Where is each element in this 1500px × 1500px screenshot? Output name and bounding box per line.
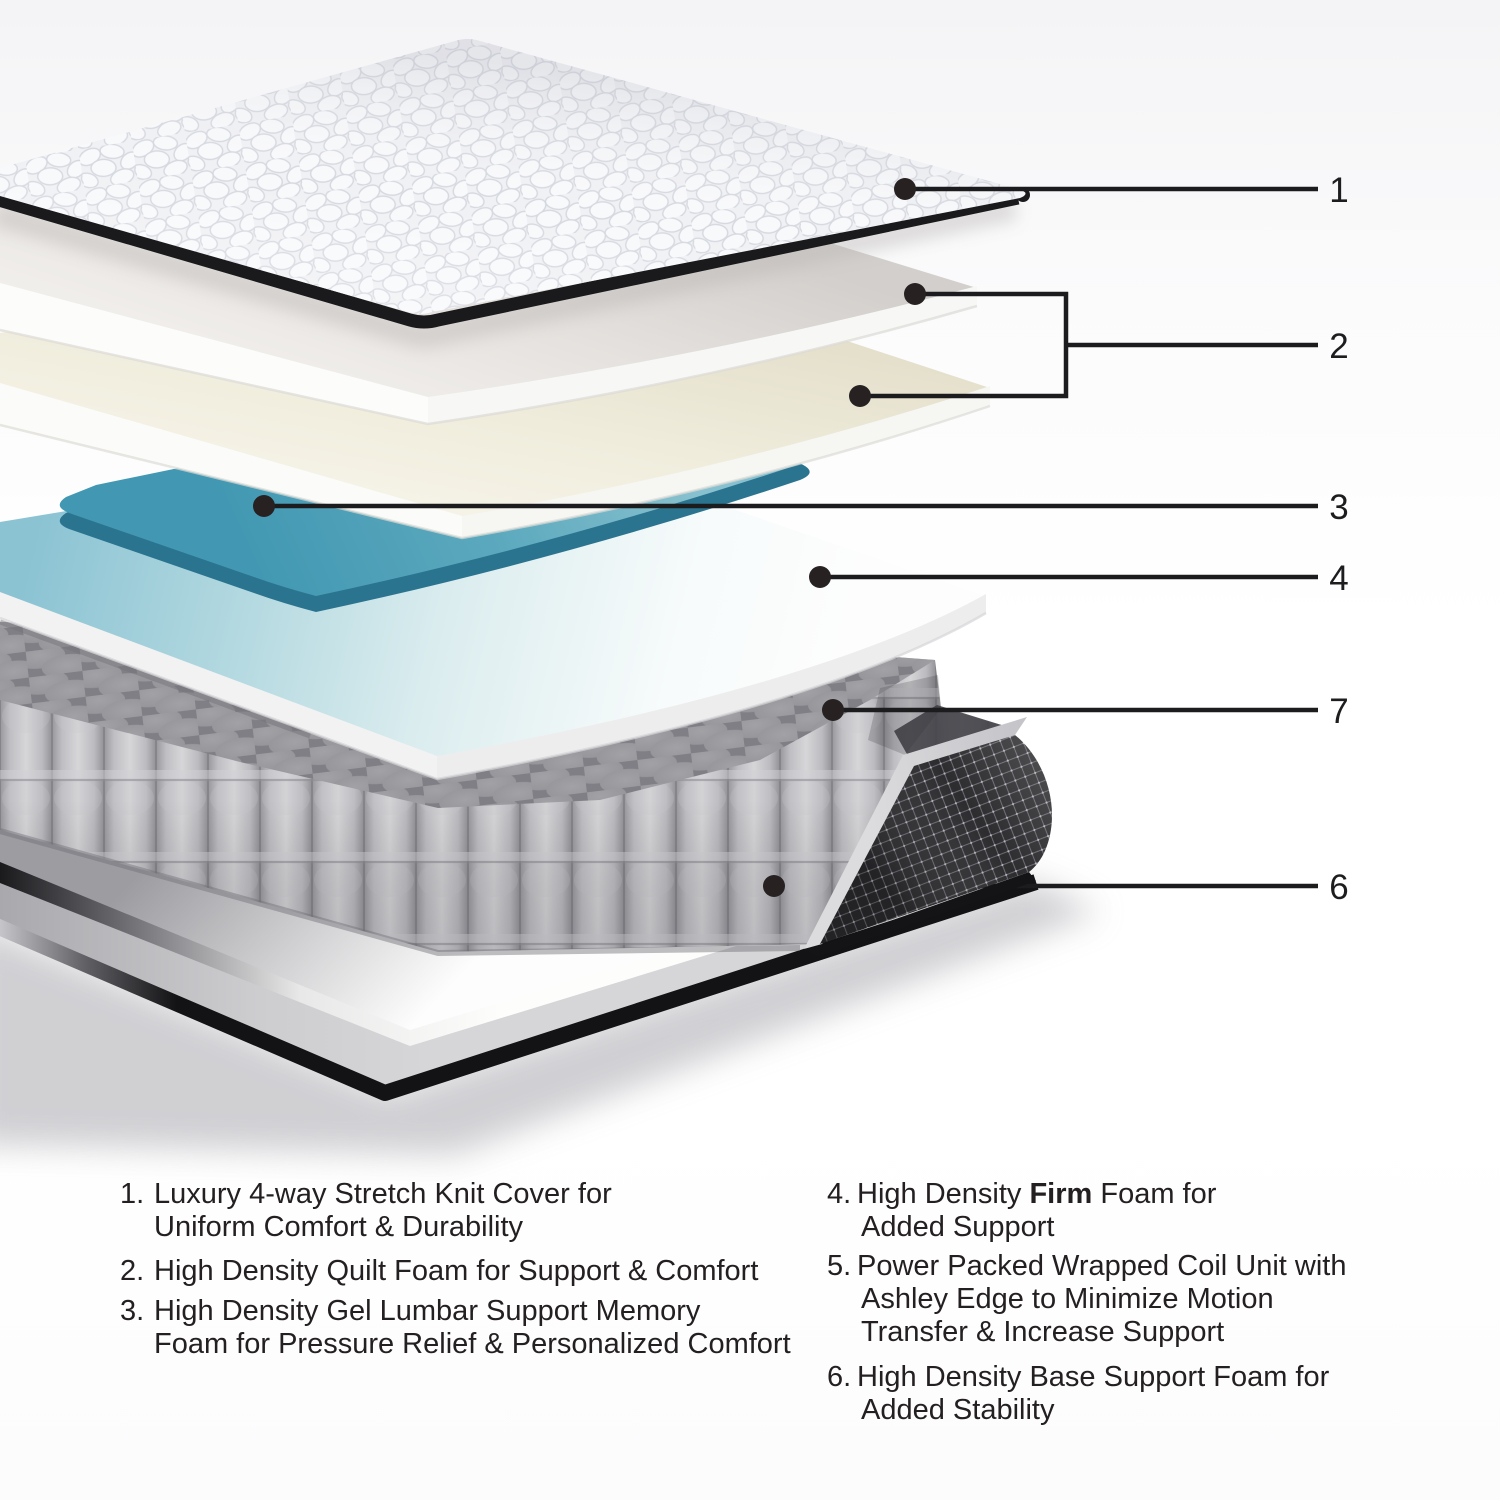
svg-text:3: 3 bbox=[1329, 488, 1348, 527]
svg-text:2: 2 bbox=[1329, 327, 1348, 366]
svg-text:7: 7 bbox=[1329, 692, 1348, 731]
svg-text:4: 4 bbox=[1329, 559, 1348, 598]
svg-text:6: 6 bbox=[1329, 868, 1348, 907]
svg-text:1: 1 bbox=[1329, 171, 1348, 210]
